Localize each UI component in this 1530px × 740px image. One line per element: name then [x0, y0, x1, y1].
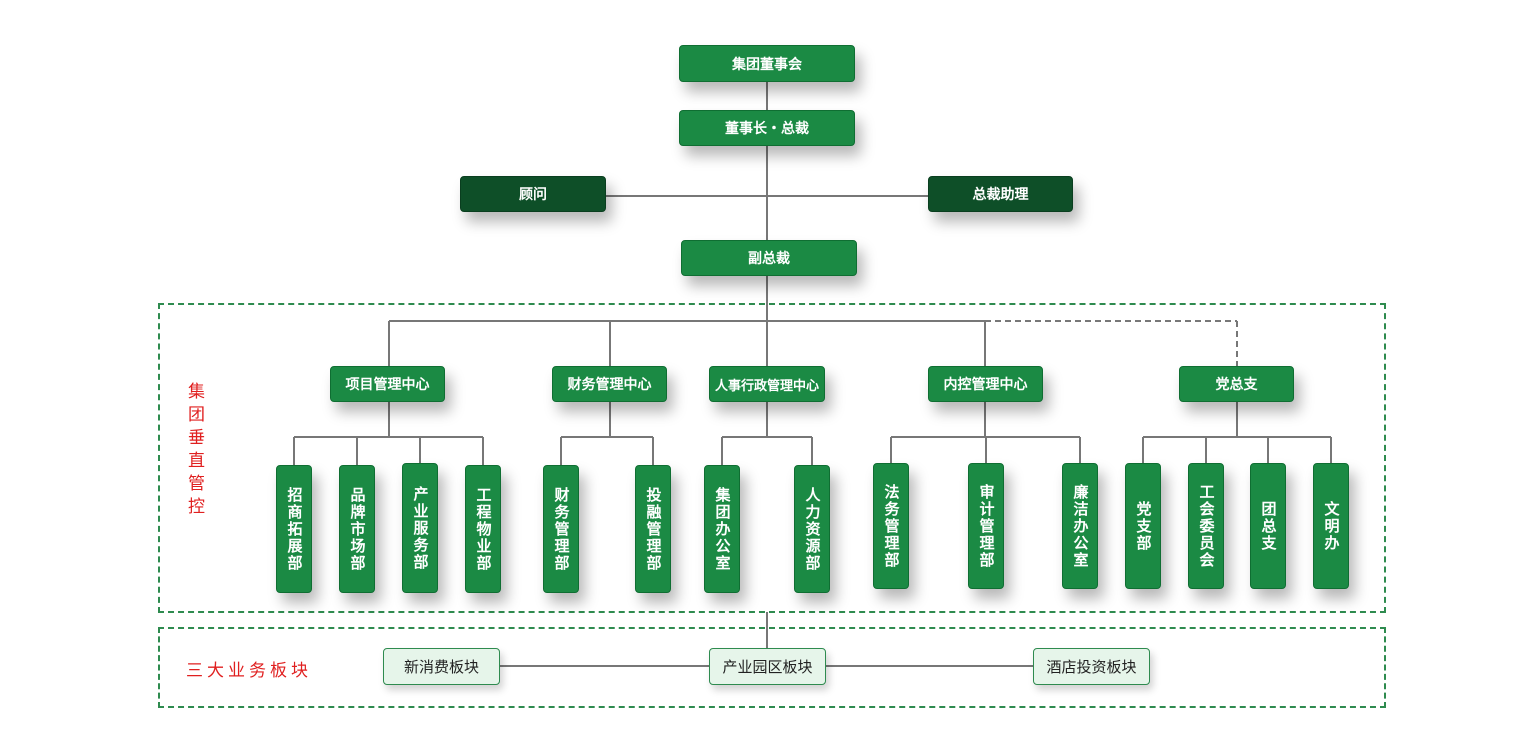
center-hr-admin-box[interactable]: 人事行政管理中心	[709, 366, 825, 402]
vp-box[interactable]: 副总裁	[681, 240, 857, 276]
dept-label: 产业服务部	[411, 485, 430, 571]
assistant-box[interactable]: 总裁助理	[928, 176, 1073, 212]
dept-box[interactable]: 品牌市场部	[339, 465, 375, 593]
dept-box[interactable]: 审计管理部	[968, 463, 1004, 589]
vertical-control-label: 集团垂直管控	[184, 382, 204, 520]
dept-box[interactable]: 工程物业部	[465, 465, 501, 593]
business-hotel-investment-box[interactable]: 酒店投资板块	[1033, 648, 1150, 685]
business-sections-label: 三大业务板块	[186, 661, 312, 681]
dept-label: 党支部	[1134, 500, 1153, 552]
board-box[interactable]: 集团董事会	[679, 45, 855, 82]
dept-box[interactable]: 团总支	[1250, 463, 1286, 589]
center-finance-box[interactable]: 财务管理中心	[552, 366, 667, 402]
dept-box[interactable]: 集团办公室	[704, 465, 740, 593]
dept-box[interactable]: 人力资源部	[794, 465, 830, 593]
dept-box[interactable]: 党支部	[1125, 463, 1161, 589]
advisor-box[interactable]: 顾问	[460, 176, 606, 212]
chairman-box[interactable]: 董事长・总裁	[679, 110, 855, 146]
party-branch-box[interactable]: 党总支	[1179, 366, 1294, 402]
dept-label: 工会委员会	[1197, 483, 1216, 569]
dept-label: 招商拓展部	[285, 486, 304, 572]
dept-box[interactable]: 工会委员会	[1188, 463, 1224, 589]
business-new-consumption-box[interactable]: 新消费板块	[383, 648, 500, 685]
vertical-control-region	[158, 303, 1386, 613]
dept-box[interactable]: 法务管理部	[873, 463, 909, 589]
dept-label: 廉洁办公室	[1071, 483, 1090, 569]
dept-box[interactable]: 文明办	[1313, 463, 1349, 589]
dept-box[interactable]: 产业服务部	[402, 463, 438, 593]
dept-label: 审计管理部	[977, 483, 996, 569]
center-internal-control-box[interactable]: 内控管理中心	[928, 366, 1043, 402]
dept-label: 集团办公室	[713, 486, 732, 572]
dept-label: 文明办	[1322, 500, 1341, 552]
dept-label: 投融管理部	[644, 486, 663, 572]
dept-box[interactable]: 投融管理部	[635, 465, 671, 593]
dept-label: 工程物业部	[474, 486, 493, 572]
dept-box[interactable]: 廉洁办公室	[1062, 463, 1098, 589]
business-industrial-park-box[interactable]: 产业园区板块	[709, 648, 826, 685]
dept-label: 品牌市场部	[348, 486, 367, 572]
business-region	[158, 627, 1386, 708]
dept-label: 团总支	[1259, 500, 1278, 552]
dept-box[interactable]: 财务管理部	[543, 465, 579, 593]
dept-label: 人力资源部	[803, 486, 822, 572]
dept-label: 财务管理部	[552, 486, 571, 572]
dept-label: 法务管理部	[882, 483, 901, 569]
center-project-box[interactable]: 项目管理中心	[330, 366, 445, 402]
dept-box[interactable]: 招商拓展部	[276, 465, 312, 593]
